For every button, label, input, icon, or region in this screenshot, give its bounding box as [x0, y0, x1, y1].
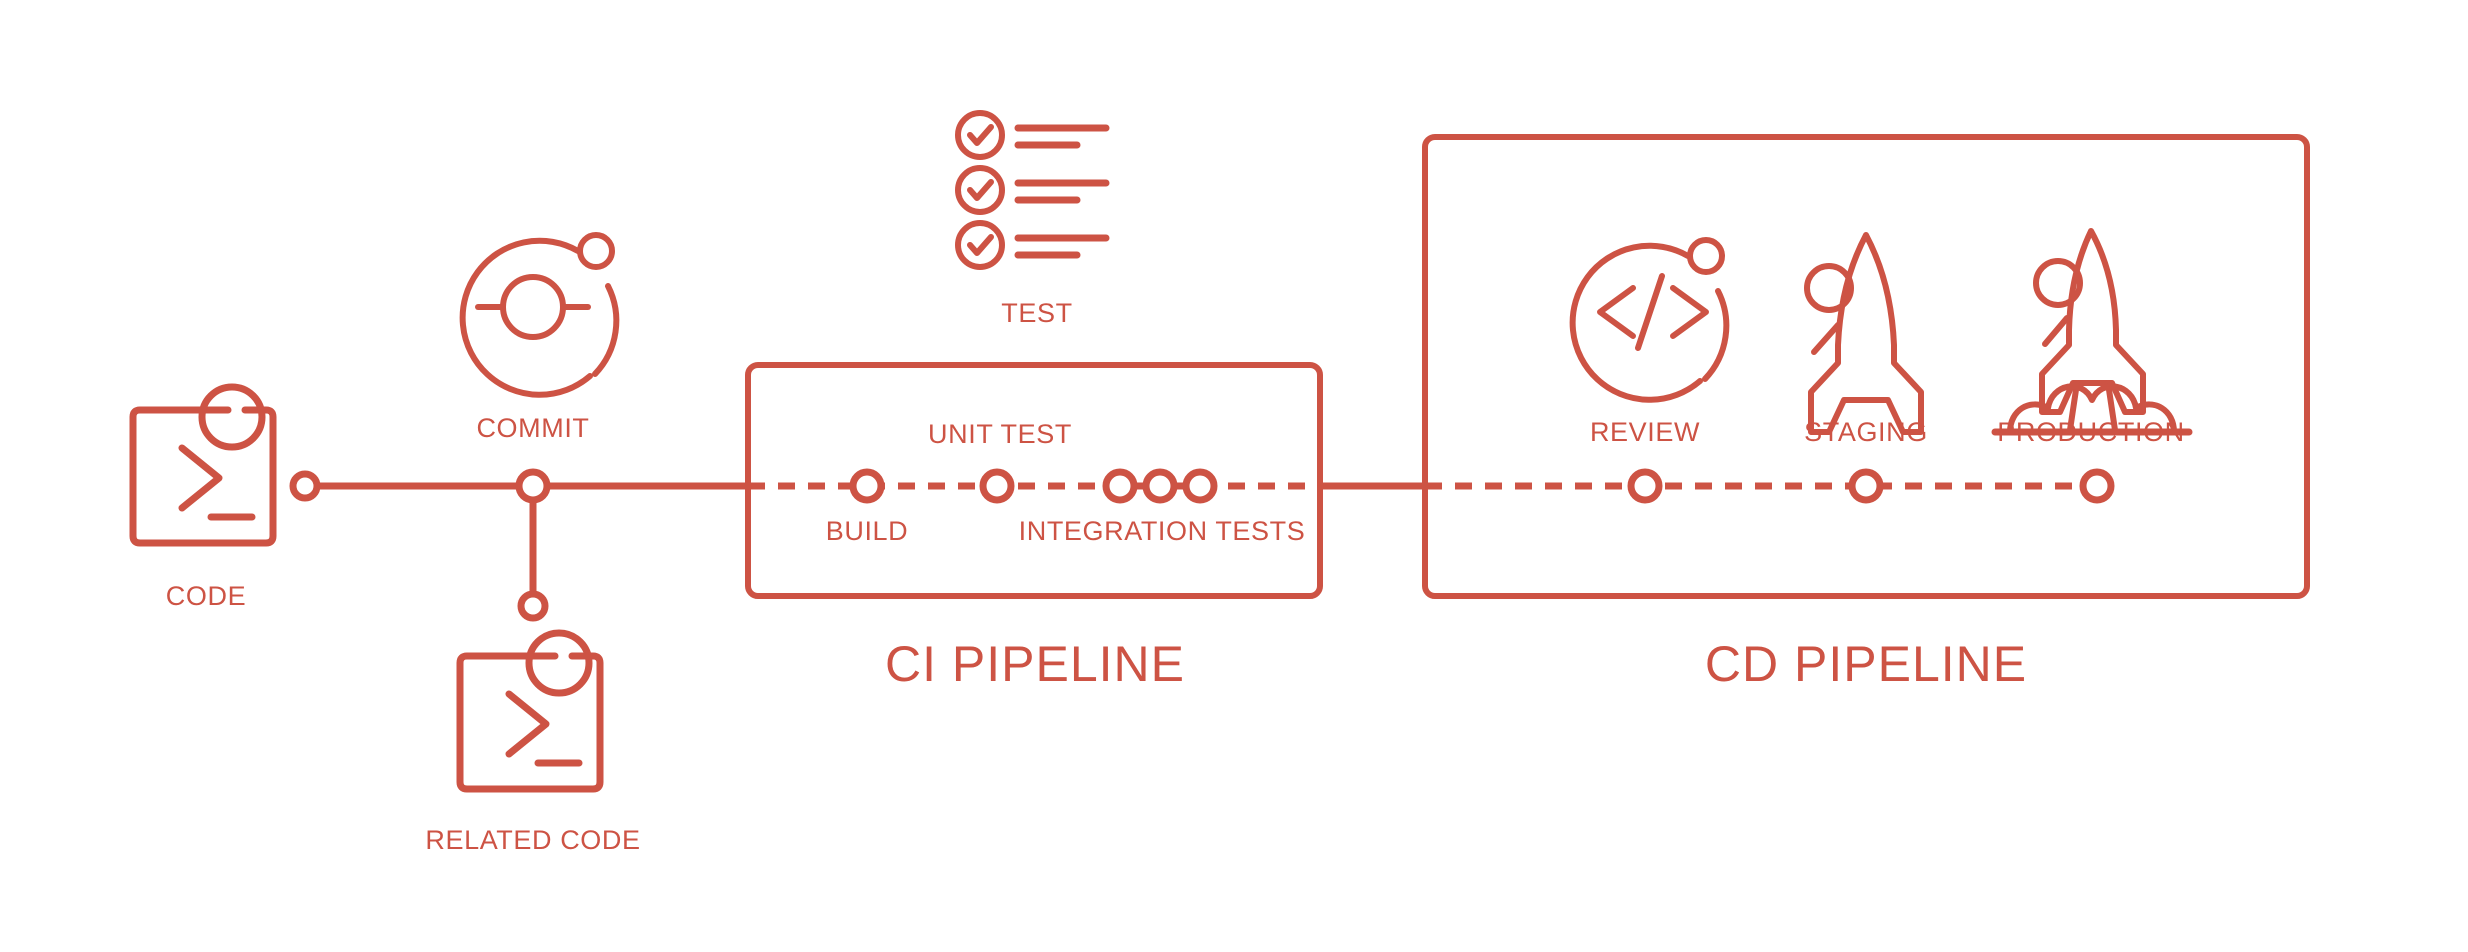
stage-staging[interactable]: STAGING — [1804, 232, 1928, 447]
node-dot-integration-test-2[interactable] — [1142, 468, 1178, 504]
ci-pipeline-title: CI PIPELINE — [885, 636, 1185, 692]
terminal-code-icon — [129, 383, 277, 547]
checklist-icon — [955, 110, 1110, 270]
stage-related-code-label: RELATED CODE — [425, 825, 640, 855]
stage-review[interactable]: REVIEW — [1569, 237, 1730, 447]
node-dot-integration-test-1[interactable] — [1102, 468, 1138, 504]
node-dot-start[interactable] — [289, 470, 321, 502]
stage-staging-label: STAGING — [1804, 417, 1928, 447]
ci-pipeline-box — [745, 362, 1323, 599]
stage-review-label: REVIEW — [1590, 417, 1700, 447]
node-dot-build[interactable] — [849, 468, 885, 504]
cd-pipeline-title: CD PIPELINE — [1705, 636, 2027, 692]
stage-code[interactable]: CODE — [129, 383, 277, 611]
stage-related-code[interactable]: RELATED CODE — [425, 629, 640, 855]
stage-build-label: BUILD — [826, 516, 909, 546]
stage-integration-tests-label: INTEGRATION TESTS — [1019, 516, 1306, 546]
node-dot-integration-test-3[interactable] — [1182, 468, 1218, 504]
code-review-icon — [1569, 237, 1730, 403]
node-dot-related-code[interactable] — [517, 590, 549, 622]
stage-code-label: CODE — [166, 581, 246, 611]
cd-pipeline-group[interactable]: CD PIPELINE — [1422, 134, 2310, 692]
stage-test-label: TEST — [1001, 298, 1072, 328]
stage-commit[interactable]: COMMIT — [459, 232, 620, 443]
stage-test[interactable]: TEST — [955, 110, 1110, 328]
node-dot-production[interactable] — [2079, 468, 2115, 504]
node-dot-review[interactable] — [1627, 468, 1663, 504]
rocket-launch-icon — [1991, 228, 2193, 436]
stage-production[interactable]: PRODUCTION — [1991, 228, 2193, 447]
commit-orbit-icon — [459, 232, 620, 398]
stage-commit-label: COMMIT — [476, 413, 589, 443]
node-dot-commit[interactable] — [515, 468, 551, 504]
terminal-code-icon — [456, 629, 604, 793]
stage-unit-test-label: UNIT TEST — [928, 419, 1072, 449]
cd-pipeline-box — [1422, 134, 2310, 599]
node-dot-staging[interactable] — [1848, 468, 1884, 504]
ci-pipeline-group[interactable]: UNIT TEST BUILD INTEGRATION TESTS CI PIP… — [745, 362, 1323, 692]
node-dot-unit-test[interactable] — [979, 468, 1015, 504]
rocket-idle-icon — [1804, 232, 1924, 435]
stage-production-label: PRODUCTION — [1997, 417, 2185, 447]
